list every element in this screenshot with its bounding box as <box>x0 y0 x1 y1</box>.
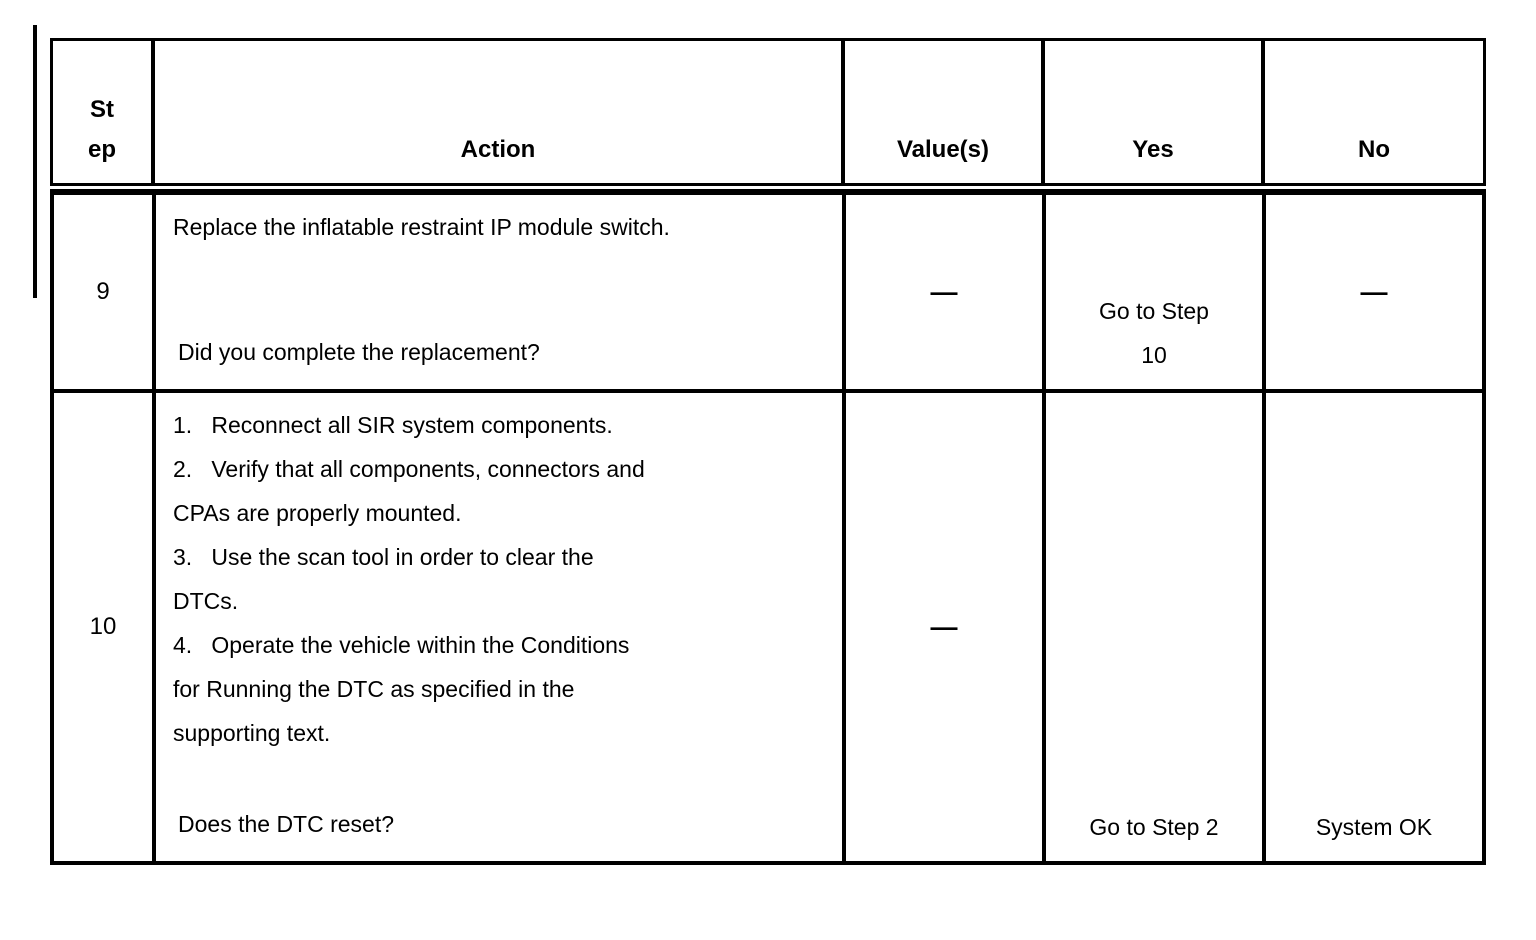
values-cell: — <box>846 195 1046 393</box>
no-cell: System OK <box>1315 814 1433 840</box>
header-cell-yes: Yes <box>1045 41 1265 183</box>
step-number-cell: 10 <box>54 393 156 861</box>
action-cell: 1. Reconnect all SIR system components. … <box>156 393 846 861</box>
action-cell: Replace the inflatable restraint IP modu… <box>156 195 846 393</box>
header-cell-action: Action <box>155 41 845 183</box>
scan-artifact-line <box>33 25 37 298</box>
action-question: Did you complete the replacement? <box>178 339 540 365</box>
header-cell-step: St ep <box>53 41 155 183</box>
action-instructions: 1. Reconnect all SIR system components. … <box>173 412 645 746</box>
header-cell-no: No <box>1358 136 1390 163</box>
no-cell: — <box>1266 195 1482 393</box>
header-cell-values: Value(s) <box>845 41 1045 183</box>
action-question: Does the DTC reset? <box>178 811 395 837</box>
table-body: 9 Replace the inflatable restraint IP mo… <box>50 189 1486 865</box>
yes-cell: Go to Step 2 <box>1046 393 1266 861</box>
step-number-cell: 9 <box>54 195 156 393</box>
values-cell: — <box>846 393 1046 861</box>
table-header-row: St ep Action Value(s) Yes No <box>50 38 1486 186</box>
yes-cell: Go to Step 10 <box>1046 195 1266 393</box>
action-instructions: Replace the inflatable restraint IP modu… <box>173 214 670 240</box>
diagnostic-table: St ep Action Value(s) Yes No 9 Replace t… <box>50 38 1486 865</box>
